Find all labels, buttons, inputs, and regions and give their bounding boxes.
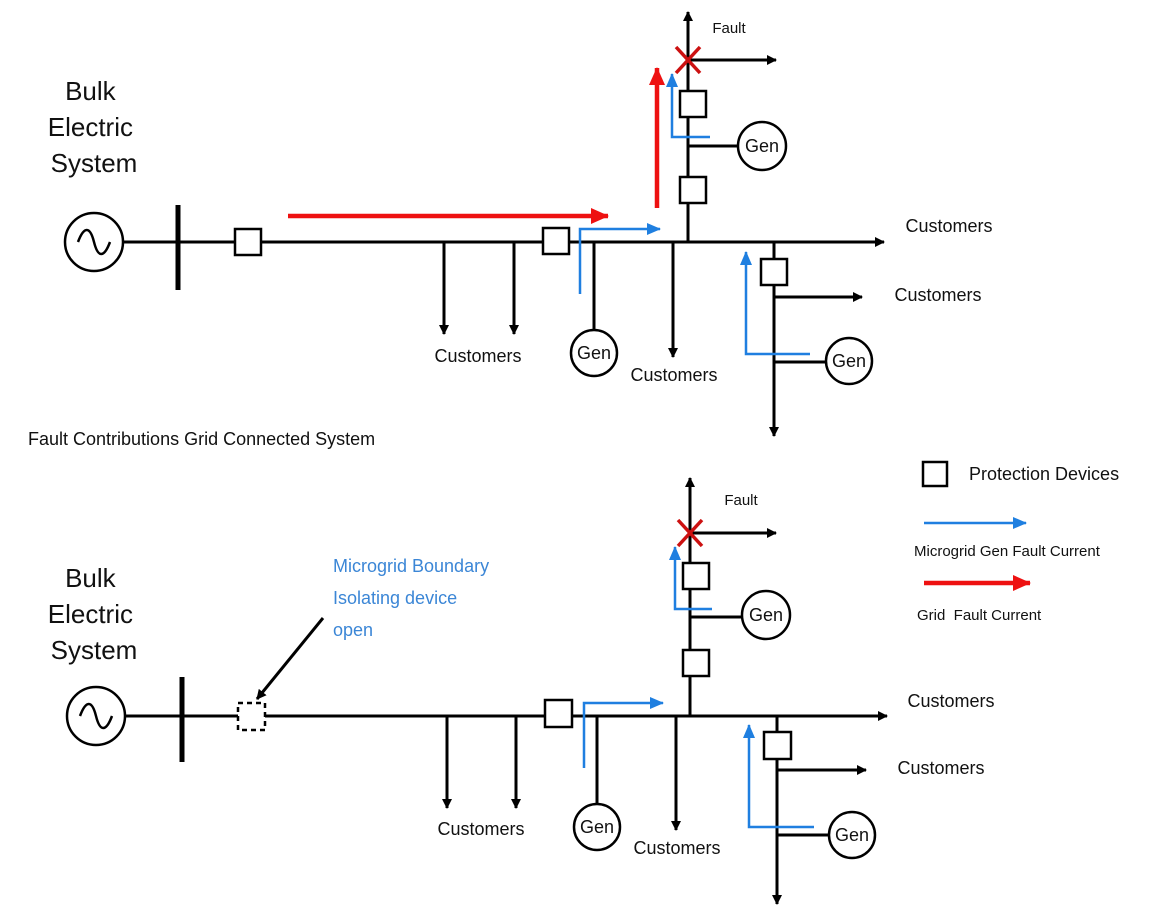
grid-connected-caption: Fault Contributions Grid Connected Syste… bbox=[28, 429, 375, 449]
fault-label: Fault bbox=[712, 20, 746, 37]
microgrid-fault-current-arrow bbox=[743, 724, 814, 829]
customers-label: Customers bbox=[894, 285, 981, 305]
protection-device bbox=[762, 730, 793, 761]
bulk-system-label: Bulk Electric System bbox=[48, 563, 140, 665]
fault-x-icon bbox=[674, 45, 702, 75]
microgrid-fault-current-arrow bbox=[740, 251, 810, 356]
protection-device bbox=[678, 175, 708, 205]
microgrid-fault-current-arrow bbox=[582, 697, 664, 768]
protection-device bbox=[678, 89, 708, 119]
boundary-note: Microgrid Boundary Isolating device open bbox=[333, 556, 494, 640]
customers-label: Customers bbox=[633, 838, 720, 858]
gen-label: Gen bbox=[580, 817, 614, 837]
ac-source-icon bbox=[65, 685, 127, 747]
gen-label: Gen bbox=[749, 605, 783, 625]
fault-x-icon bbox=[676, 518, 704, 548]
legend-grid-fault-current: Grid Fault Current bbox=[917, 607, 1042, 624]
gen-label: Gen bbox=[835, 825, 869, 845]
customers-label: Customers bbox=[630, 365, 717, 385]
gen-label: Gen bbox=[745, 136, 779, 156]
bulk-system-label: Bulk Electric System bbox=[48, 76, 140, 178]
gen-label: Gen bbox=[832, 351, 866, 371]
generator bbox=[827, 810, 877, 860]
microgrid-fault-current-arrow bbox=[669, 546, 712, 611]
protection-device bbox=[543, 698, 574, 729]
customers-label: Customers bbox=[434, 346, 521, 366]
microgrid-fault-current-arrow bbox=[666, 73, 710, 139]
legend-protection-devices: Protection Devices bbox=[969, 464, 1119, 484]
open-isolating-device bbox=[236, 701, 267, 732]
customers-label: Customers bbox=[907, 691, 994, 711]
legend-microgrid-gen-fault-current: Microgrid Gen Fault Current bbox=[914, 543, 1101, 560]
generator bbox=[569, 328, 619, 378]
customers-label: Customers bbox=[905, 216, 992, 236]
protection-device bbox=[759, 257, 789, 287]
boundary-pointer-arrow bbox=[255, 617, 325, 700]
customers-label: Customers bbox=[437, 819, 524, 839]
microgrid-fault-current-arrow bbox=[578, 223, 661, 294]
fault-label: Fault bbox=[724, 492, 758, 509]
gen-label: Gen bbox=[577, 343, 611, 363]
legend: Protection Devices Microgrid Gen Fault C… bbox=[914, 460, 1119, 624]
customers-label: Customers bbox=[897, 758, 984, 778]
protection-device bbox=[681, 561, 711, 591]
generator bbox=[740, 589, 792, 641]
grid-connected-diagram: Bulk Electric System Customers Gen Custo… bbox=[28, 11, 993, 449]
protection-device-legend-icon bbox=[921, 460, 949, 488]
protection-device bbox=[233, 227, 263, 257]
generator bbox=[572, 802, 622, 852]
protection-device bbox=[681, 648, 711, 678]
generator bbox=[824, 336, 874, 386]
generator bbox=[736, 120, 788, 172]
islanded-microgrid-diagram: Bulk Electric System Microgrid Boundary … bbox=[48, 477, 995, 905]
protection-device bbox=[541, 226, 571, 256]
ac-source-icon bbox=[63, 211, 125, 273]
